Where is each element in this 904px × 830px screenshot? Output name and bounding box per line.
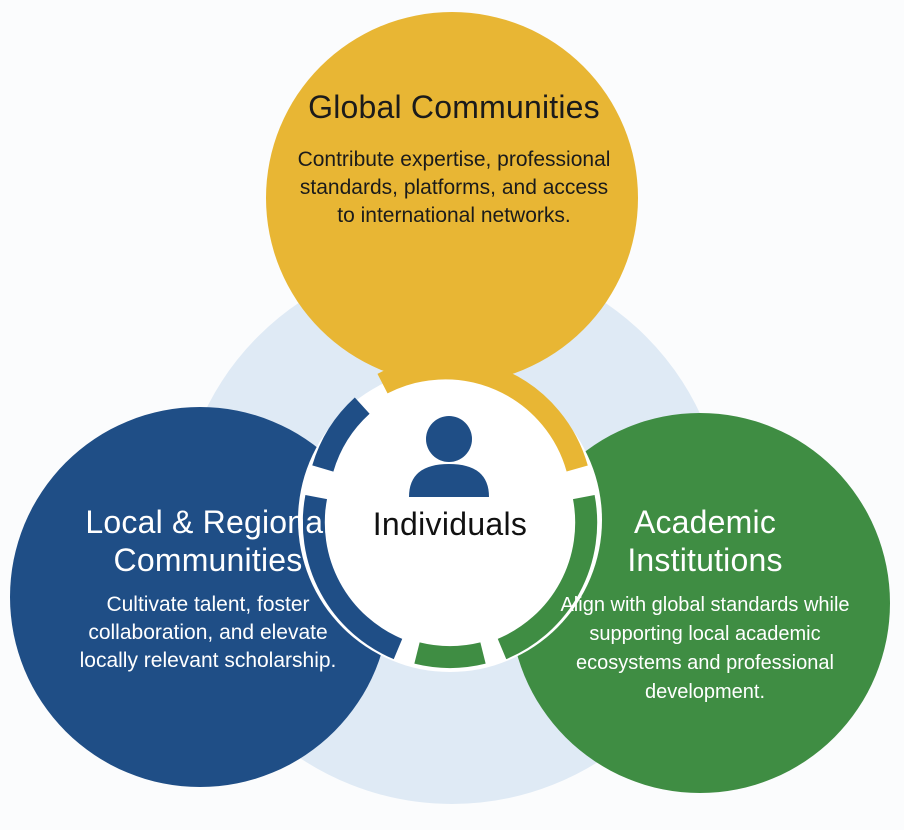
global-communities-circle <box>266 12 638 384</box>
person-icon <box>409 416 489 497</box>
global-communities-node: Global Communities Contribute expertise,… <box>295 88 613 230</box>
regional-communities-circle <box>10 407 390 787</box>
center-ring-segment-top <box>377 357 588 472</box>
center-ring-segment-right <box>497 495 598 660</box>
regional-communities-description: Cultivate talent, foster collaboration, … <box>79 593 337 672</box>
academic-institutions-title: Academic Institutions <box>627 504 783 578</box>
center-label: Individuals <box>372 506 528 542</box>
global-communities-description: Contribute expertise, professional stand… <box>297 148 611 227</box>
regional-communities-title: Local & Regional Communities <box>85 504 331 578</box>
academic-institutions-node: Academic Institutions Align with global … <box>555 503 855 707</box>
regional-communities-node: Local & Regional Communities Cultivate t… <box>58 503 358 675</box>
center-ring-segment-upper-left <box>312 397 370 472</box>
global-communities-title: Global Communities <box>308 89 600 125</box>
center-disk <box>326 396 574 644</box>
academic-institutions-description: Align with global standards while suppor… <box>560 594 850 703</box>
academic-institutions-circle <box>510 413 890 793</box>
center-ring-segment-bottom <box>414 642 486 668</box>
center-ring-segment-left <box>302 495 403 660</box>
